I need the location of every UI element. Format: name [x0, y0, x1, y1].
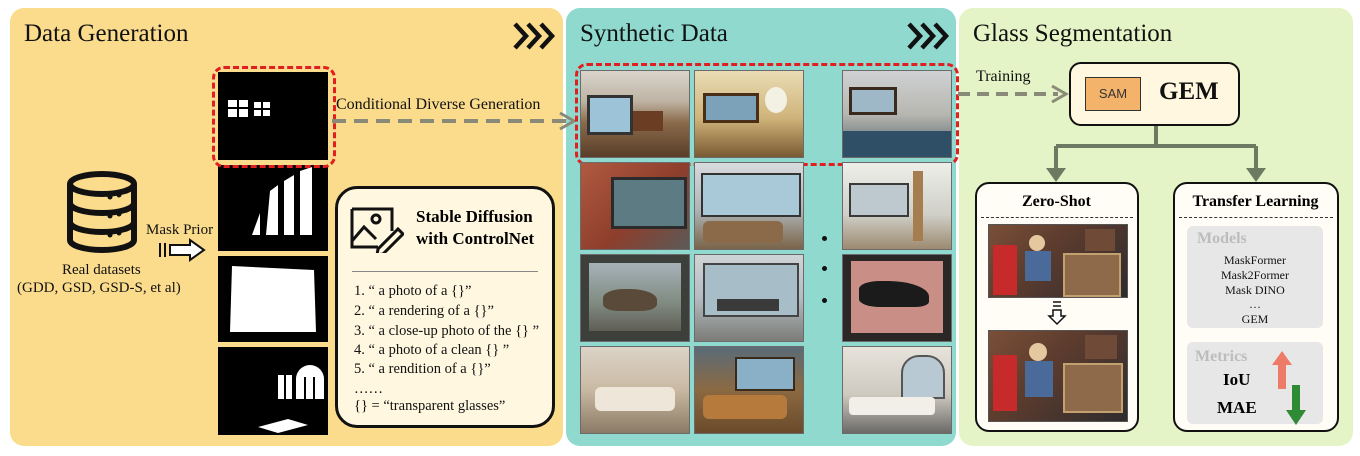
glass-mask-image: [218, 347, 328, 435]
prediction-photo: [988, 330, 1128, 422]
sd-title-line2: with ControlNet: [416, 229, 535, 248]
ellipsis-dot: [822, 266, 827, 271]
zero-shot-box: Zero-Shot: [975, 182, 1139, 432]
dashed-arrow-icon: [958, 84, 1070, 104]
synthetic-image: [694, 162, 804, 250]
glass-mask-image: [218, 165, 328, 251]
divider: [352, 271, 538, 272]
synthetic-image: [694, 346, 804, 434]
synthetic-image: [694, 70, 804, 158]
synthetic-image: [580, 346, 690, 434]
divider: [1179, 217, 1333, 218]
glass-segmentation-title: Glass Segmentation: [973, 20, 1173, 47]
conditional-generation-label: Conditional Diverse Generation: [336, 96, 541, 113]
prompt-item: 3. “ a close-up photo of the {} ”: [354, 323, 540, 339]
arrow-right-icon: [159, 238, 206, 262]
data-generation-title: Data Generation: [24, 20, 189, 47]
ellipsis-text: ……: [354, 381, 383, 397]
ellipsis-dot: [822, 236, 827, 241]
mask-prior-label: Mask Prior: [146, 222, 214, 238]
gem-label: GEM: [1159, 78, 1219, 105]
transfer-learning-box: Transfer Learning Models MaskFormer Mask…: [1173, 182, 1339, 432]
synthetic-image: [580, 162, 690, 250]
synthetic-image: [694, 254, 804, 342]
model-item: Mask2Former: [1221, 268, 1289, 282]
input-photo: [988, 224, 1128, 298]
glass-mask-image: [218, 72, 328, 160]
synthetic-image: [842, 346, 952, 434]
zero-shot-title: Zero-Shot: [1021, 193, 1092, 210]
highlight-box: [575, 63, 959, 166]
datasets-list-label: (GDD, GSD, GSD-S, et al): [17, 280, 181, 296]
prompt-item: 2. “ a rendering of a {}”: [354, 303, 494, 319]
synthetic-image: [580, 70, 690, 158]
database-icon: [67, 171, 137, 253]
model-item: GEM: [1241, 312, 1269, 326]
dashed-arrow-icon: [332, 111, 578, 131]
model-item: …: [1249, 297, 1261, 311]
arrow-up-icon: [1272, 351, 1292, 389]
placeholder-definition: {} = “transparent glasses”: [354, 398, 506, 414]
glass-mask-image: [218, 256, 328, 342]
training-label: Training: [976, 68, 1031, 85]
image-edit-icon: [350, 207, 404, 253]
metrics-box: Metrics IoU MAE: [1187, 342, 1323, 425]
branch-arrow-icon: [1046, 126, 1266, 182]
sd-title-line1: Stable Diffusion: [416, 207, 533, 226]
stable-diffusion-box: Stable Diffusion with ControlNet 1. “ a …: [335, 186, 555, 428]
model-item: MaskFormer: [1224, 253, 1286, 267]
prompt-item: 1. “ a photo of a {}”: [354, 283, 472, 299]
iou-label: IoU: [1223, 370, 1251, 389]
chevron-right-icon: [907, 22, 950, 50]
chevron-right-icon: [513, 22, 556, 50]
sam-module: SAM: [1085, 77, 1141, 111]
real-datasets-label: Real datasets: [62, 262, 141, 278]
synthetic-image: [580, 254, 690, 342]
transfer-learning-title: Transfer Learning: [1192, 193, 1319, 210]
divider: [981, 217, 1133, 218]
synthetic-image: [842, 254, 952, 342]
metrics-heading: Metrics: [1195, 348, 1248, 365]
arrow-down-icon: [1047, 301, 1067, 326]
synthetic-data-title: Synthetic Data: [580, 20, 728, 47]
prompt-item: 4. “ a photo of a clean {} ”: [354, 342, 510, 358]
models-heading: Models: [1197, 230, 1247, 247]
prompt-item: 5. “ a rendition of a {}”: [354, 361, 491, 377]
model-item: Mask DINO: [1225, 283, 1285, 297]
ellipsis-dot: [822, 298, 827, 303]
models-box: Models MaskFormer Mask2Former Mask DINO …: [1187, 226, 1323, 328]
gem-model-box: SAM GEM: [1069, 62, 1240, 126]
highlight-box: [212, 66, 336, 168]
mae-label: MAE: [1217, 398, 1257, 417]
synthetic-image: [842, 70, 952, 158]
synthetic-image: [842, 162, 952, 250]
arrow-down-icon: [1286, 385, 1306, 425]
